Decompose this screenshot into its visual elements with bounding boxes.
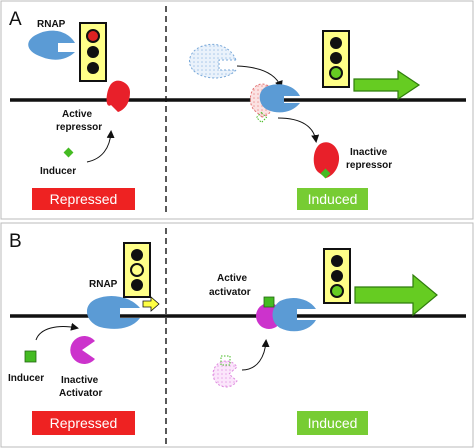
transcription-arrow-icon — [354, 273, 438, 317]
panel-b-induced-box: Induced — [297, 411, 368, 435]
panel-a-inactive-label-2: repressor — [346, 160, 392, 171]
panel-b-rnap-left — [86, 296, 140, 329]
svg-text:Induced: Induced — [308, 415, 358, 431]
panel-b-rnap-label: RNAP — [89, 279, 118, 290]
panel-a-inducer-arrow — [86, 130, 115, 163]
transcription-arrow-icon — [353, 69, 421, 101]
traffic-light-icon — [322, 30, 350, 88]
panel-a-rnap-free — [28, 30, 75, 60]
panel-b-inducer-arrow — [35, 322, 79, 341]
panel-b-rnap-right — [272, 297, 316, 332]
panel-a-rnap-ghost — [189, 43, 238, 79]
panel-b-activation-arrow — [241, 339, 270, 371]
panel-b-active-label-2: activator — [209, 287, 251, 298]
panel-b-inducer-bound — [263, 296, 275, 308]
panel-a-inducer-bound — [320, 168, 331, 179]
panel-a-rnap-bound — [259, 84, 300, 113]
panel-b-small-arrow-icon — [142, 296, 160, 312]
panel-a-inactive-label-1: Inactive — [350, 147, 388, 158]
panel-b-border — [0, 222, 474, 448]
panel-b-inactive-label-2: Activator — [59, 388, 102, 399]
panel-b-repressed-box: Repressed — [32, 411, 135, 435]
panel-a-induced-box: Induced — [297, 188, 368, 210]
panel-b-active-label-1: Active — [217, 273, 247, 284]
panel-a-active-label-2: repressor — [56, 122, 102, 133]
panel-b-inactive-label-1: Inactive — [61, 375, 99, 386]
panel-b-letter: B — [9, 231, 22, 252]
panel-a-inducer — [63, 147, 74, 158]
panel-b-inducer-label: Inducer — [8, 373, 44, 384]
panel-a-inactive-repressor — [313, 142, 340, 178]
panel-a-inducer-ghost — [255, 111, 268, 124]
traffic-light-icon — [123, 242, 151, 298]
panel-a-repressed-box: Repressed — [32, 188, 135, 210]
panel-b-inducer-ghost — [220, 355, 231, 366]
svg-text:Induced: Induced — [308, 191, 358, 207]
panel-a-rnap-label: RNAP — [37, 19, 66, 30]
panel-a-rnap-arrow — [236, 65, 283, 89]
traffic-light-icon — [323, 248, 351, 304]
panel-b-activator-ghost — [212, 360, 238, 388]
panel-b-inactive-activator — [70, 336, 95, 364]
svg-text:Repressed: Repressed — [50, 415, 118, 431]
panel-a-letter: A — [9, 9, 22, 30]
panel-a-release-arrow — [277, 117, 320, 143]
panel-a-inducer-label: Inducer — [40, 166, 76, 177]
panel-a-border — [0, 0, 474, 220]
panel-b-inducer — [24, 350, 37, 363]
panel-a-active-repressor — [106, 80, 130, 112]
svg-text:Repressed: Repressed — [50, 191, 118, 207]
panel-a-active-label-1: Active — [62, 109, 92, 120]
traffic-light-icon — [79, 22, 107, 82]
